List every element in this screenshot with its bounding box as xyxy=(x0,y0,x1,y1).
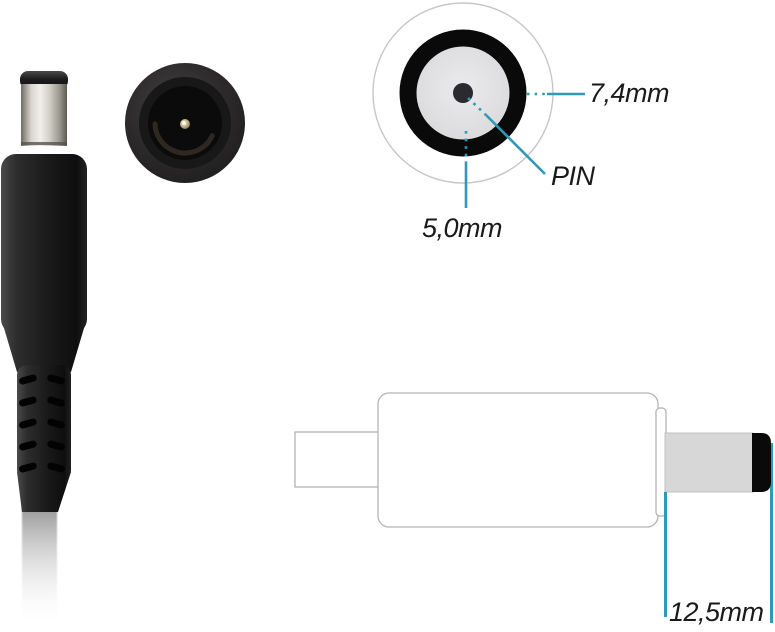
cable xyxy=(22,505,57,632)
leader-pin-solid xyxy=(485,114,546,175)
connector-body xyxy=(1,154,87,334)
metal-barrel xyxy=(21,84,67,146)
grip-slots xyxy=(19,374,65,473)
inner-sheen-arc xyxy=(152,90,218,156)
dimension-diagram-side xyxy=(294,392,773,623)
front-view-photo xyxy=(125,63,245,183)
metal-barrel-edge xyxy=(21,142,67,145)
side-view-photo xyxy=(1,71,87,632)
drawing-tip xyxy=(752,433,771,492)
neck-bottom-cup xyxy=(17,472,71,512)
label-pin: PIN xyxy=(551,161,595,191)
center-pin-dot xyxy=(453,83,473,103)
strain-relief-neck xyxy=(17,365,71,480)
pin-highlight xyxy=(182,121,186,125)
label-outer-diameter: 7,4mm xyxy=(589,78,670,108)
drawing-plug-body xyxy=(377,392,659,528)
label-inner-diameter: 5,0mm xyxy=(422,213,503,243)
label-barrel-length: 12,5mm xyxy=(669,597,764,627)
drawing-cable-stub xyxy=(294,431,381,488)
drawing-barrel xyxy=(664,432,754,493)
body-taper xyxy=(1,318,87,372)
dimension-diagram-front xyxy=(372,2,585,208)
